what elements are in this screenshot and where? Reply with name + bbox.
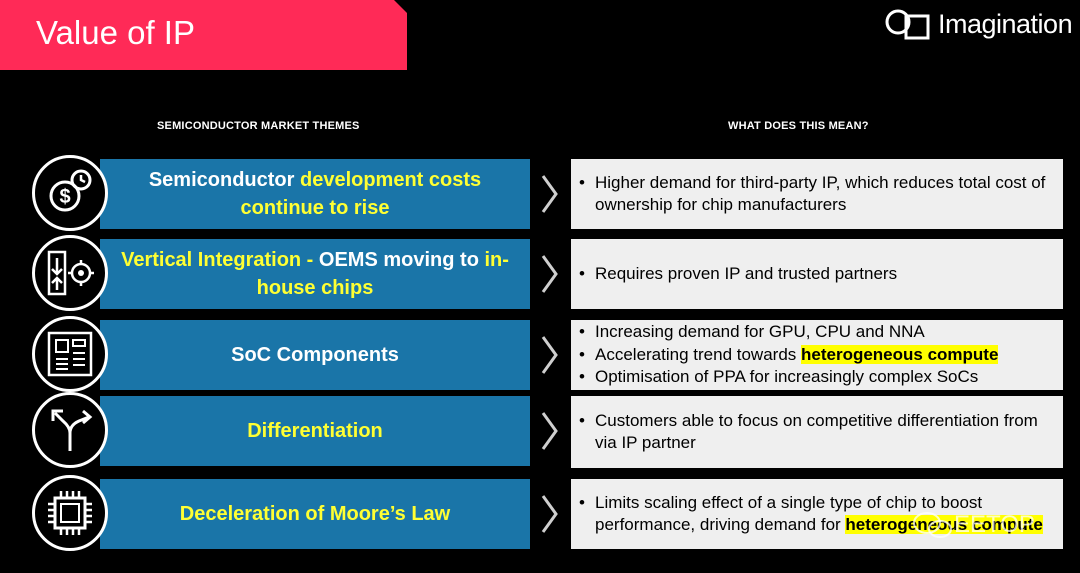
theme-label: SoC Components	[231, 341, 399, 369]
chevron-right-icon	[541, 336, 558, 374]
chat-bubble-icon	[913, 512, 952, 538]
chevron-right-icon	[541, 175, 558, 213]
title-banner	[0, 0, 407, 70]
theme-bar: Deceleration of Moore’s Law	[100, 479, 530, 549]
chevron-right-icon	[541, 412, 558, 450]
meaning-box: • Requires proven IP and trusted partners	[571, 239, 1063, 309]
meaning-box: • Higher demand for third-party IP, which…	[571, 159, 1063, 229]
theme-label-part: Vertical Integration -	[121, 249, 319, 271]
meaning-text-segment: Increasing demand for GPU, CPU and NNA	[595, 322, 925, 342]
theme-label: Semiconductor development costs continue…	[108, 166, 522, 222]
meaning-bullet: • Optimisation of PPA for increasingly co…	[579, 366, 1055, 389]
meaning-text-segment: Higher demand for third-party IP, which …	[595, 172, 1046, 215]
chevron-right-icon	[541, 255, 558, 293]
meaning-text: Increasing demand for GPU, CPU and NNA	[595, 321, 925, 344]
theme-label-part: OEMS moving to	[318, 249, 485, 271]
theme-label-part: Semiconductor	[148, 169, 300, 191]
theme-bar: Vertical Integration - OEMS moving to in…	[100, 239, 530, 309]
meaning-text-segment: Customers able to focus on competitive d…	[595, 410, 1038, 453]
svg-text:$: $	[59, 186, 70, 208]
meaning-text-segment: Optimisation of PPA for increasingly com…	[595, 367, 979, 387]
meaning-text: Customers able to focus on competitive d…	[595, 410, 1055, 455]
meaning-bullet: • Customers able to focus on competitive …	[579, 410, 1055, 455]
logo-text: Imagination	[938, 8, 1073, 39]
meaning-bullet: • Requires proven IP and trusted partners	[579, 263, 1055, 286]
meaning-text: Higher demand for third-party IP, which …	[595, 172, 1055, 217]
theme-label: Vertical Integration - OEMS moving to in…	[108, 246, 522, 302]
split-arrow-icon	[32, 392, 108, 468]
meaning-text-segment: Limits scaling effect of a single type o…	[595, 492, 983, 535]
bullet-dot: •	[579, 367, 585, 387]
meaning-text-segment: Accelerating trend towards	[595, 344, 801, 364]
meaning-bullet: • Limits scaling effect of a single type …	[579, 492, 1055, 537]
meaning-text-segment: Requires proven IP and trusted partners	[595, 263, 898, 283]
watermark-text: EETOP	[954, 511, 1035, 538]
vertical-integration-icon	[32, 235, 108, 311]
imagination-logo: Imagination	[884, 6, 1073, 42]
theme-label-part: development costs continue to rise	[240, 169, 482, 219]
theme-label: Deceleration of Moore’s Law	[180, 500, 450, 528]
theme-label: Differentiation	[247, 417, 383, 445]
circuit-board-icon	[32, 316, 108, 392]
meaning-box: • Limits scaling effect of a single type …	[571, 479, 1063, 549]
bullet-dot: •	[579, 172, 585, 192]
meaning-bullet: • Higher demand for third-party IP, which…	[579, 172, 1055, 217]
bullet-dot: •	[579, 492, 585, 512]
left-column-header: SEMICONDUCTOR MARKET THEMES	[157, 120, 360, 132]
meaning-bullet: • Accelerating trend towards heterogeneou…	[579, 344, 1055, 367]
watermark: EETOP	[912, 510, 1035, 540]
theme-label-part: Deceleration of Moore’s Law	[179, 503, 451, 525]
bullet-dot: •	[579, 344, 585, 364]
theme-bar: Semiconductor development costs continue…	[100, 159, 530, 229]
slide-title: Value of IP	[36, 14, 195, 51]
chevron-right-icon	[541, 495, 558, 533]
highlighted-text: heterogeneous compute	[801, 344, 999, 364]
right-column-header: WHAT DOES THIS MEAN?	[728, 120, 869, 132]
meaning-text: Optimisation of PPA for increasingly com…	[595, 366, 978, 389]
imagination-logo-icon	[885, 9, 930, 40]
meaning-text: Limits scaling effect of a single type o…	[595, 492, 1055, 537]
meaning-box: • Customers able to focus on competitive …	[571, 396, 1063, 468]
meaning-text: Accelerating trend towards heterogeneous…	[595, 344, 999, 367]
bullet-dot: •	[579, 410, 585, 430]
theme-bar: Differentiation	[100, 396, 530, 466]
dollar-cost-icon: $	[32, 155, 108, 231]
meaning-box: •Increasing demand for GPU, CPU and NNA•…	[571, 320, 1063, 390]
theme-label-part: SoC Components	[231, 344, 399, 366]
theme-label-part: in-house chips	[256, 249, 509, 299]
highlighted-text: heterogeneous compute	[845, 515, 1043, 534]
theme-bar: SoC Components	[100, 320, 530, 390]
chip-icon	[32, 475, 108, 551]
bullet-dot: •	[579, 322, 585, 342]
bullet-dot: •	[579, 263, 585, 283]
theme-label-part: Differentiation	[247, 420, 383, 442]
meaning-bullet: • Increasing demand for GPU, CPU and NNA	[579, 321, 1055, 344]
meaning-text: Requires proven IP and trusted partners	[595, 263, 897, 286]
